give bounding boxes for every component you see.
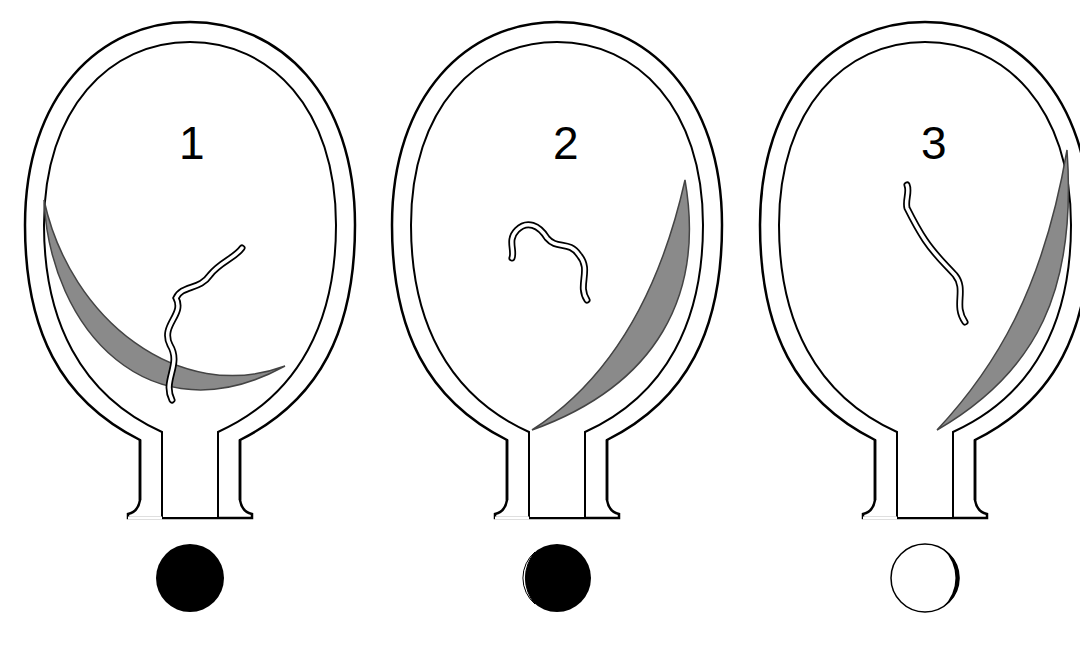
callout-number: 2 (553, 120, 579, 166)
uterus-2 (392, 22, 722, 612)
callout-number: 1 (179, 120, 205, 166)
uterus-1 (25, 22, 355, 612)
uterus-3 (760, 22, 1080, 612)
callout-number: 3 (921, 120, 947, 166)
